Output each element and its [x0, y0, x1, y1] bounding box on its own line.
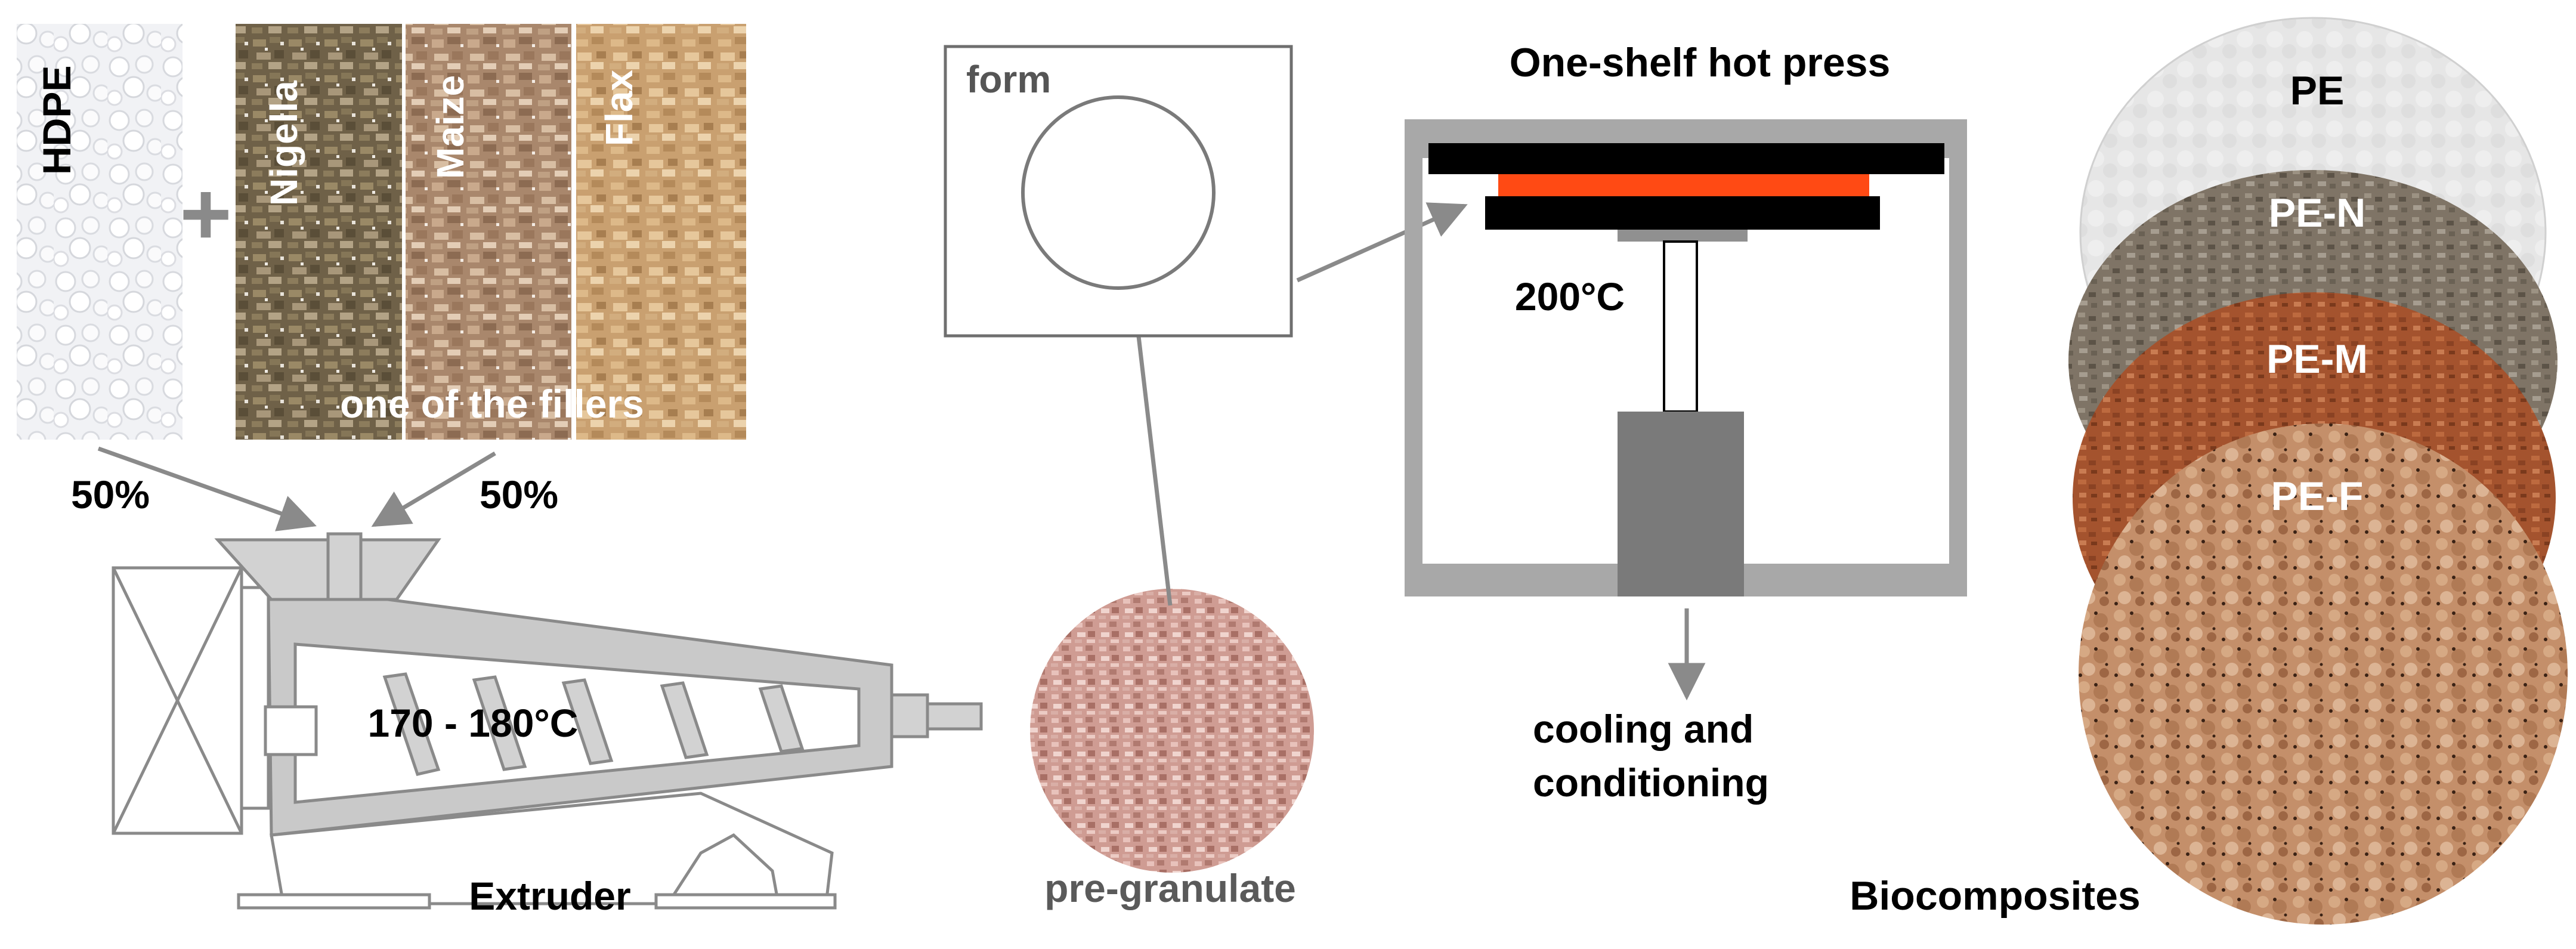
arrow-hdpe-to-hopper	[97, 446, 317, 531]
extruder-temperature: 170 - 180°C	[368, 701, 579, 745]
extruder	[112, 532, 983, 910]
extruder-screw-flights	[382, 672, 805, 776]
pregranulate-pile	[1030, 589, 1314, 873]
press-temperature: 200°C	[1515, 274, 1625, 319]
press-piston-cap	[1618, 230, 1748, 242]
sample-label-pe-m: PE-M	[2266, 336, 2368, 382]
sample-label-pe-n: PE-N	[2269, 190, 2365, 236]
hdpe-pellets-photo	[17, 24, 183, 440]
press-lower-plate	[1485, 196, 1880, 230]
extruder-label: Extruder	[469, 874, 630, 918]
ratio-right-label: 50%	[480, 472, 558, 517]
press-cylinder	[1618, 412, 1744, 596]
fillers-caption: one of the fillers	[340, 382, 644, 426]
extruder-stand	[237, 792, 837, 910]
hot-press: One-shelf hot press 200°C cooling and co…	[1405, 40, 1967, 805]
filler-photo-nigella	[236, 24, 403, 440]
sample-label-pe: PE	[2290, 68, 2345, 113]
extruder-motor-box	[112, 566, 243, 835]
extruder-coupling	[240, 586, 270, 810]
sample-label-pe-f: PE-F	[2271, 474, 2364, 519]
cooling-label-line1: cooling and	[1533, 707, 1754, 751]
sample-disc-pe-f	[2079, 424, 2568, 925]
cooling-label-line2: conditioning	[1533, 761, 1769, 805]
form-label: form	[966, 58, 1051, 101]
form: form	[944, 45, 1468, 338]
form-cavity	[1021, 95, 1216, 290]
extruder-shaft	[264, 705, 318, 756]
plus-sign: +	[180, 163, 232, 264]
filler-photo-maize	[406, 24, 571, 440]
press-heater-plate	[1498, 174, 1869, 196]
hot-press-title: One-shelf hot press	[1510, 40, 1891, 85]
biocomposites: PE PE-N PE-M PE-F Biocomposites	[1850, 17, 2568, 925]
hdpe-label: HDPE	[35, 66, 79, 175]
raw-materials: HDPE + Nigella Maize Flax one of the fil…	[17, 24, 746, 531]
filler-label-flax: Flax	[598, 70, 641, 146]
filler-photo-flax	[576, 24, 746, 440]
extruder-die	[890, 693, 929, 738]
press-upper-plate	[1428, 143, 1944, 174]
filler-label-maize: Maize	[429, 75, 472, 179]
filler-label-nigella: Nigella	[262, 81, 305, 206]
extruder-nozzle	[926, 702, 983, 731]
ratio-left-label: 50%	[71, 472, 150, 517]
biocomposites-label: Biocomposites	[1850, 873, 2140, 919]
press-piston-rod	[1663, 240, 1698, 413]
arrow-filler-to-hopper	[371, 451, 496, 527]
arrow-form-to-press	[1296, 202, 1468, 283]
pregranulate-label: pre-granulate	[1044, 866, 1296, 910]
